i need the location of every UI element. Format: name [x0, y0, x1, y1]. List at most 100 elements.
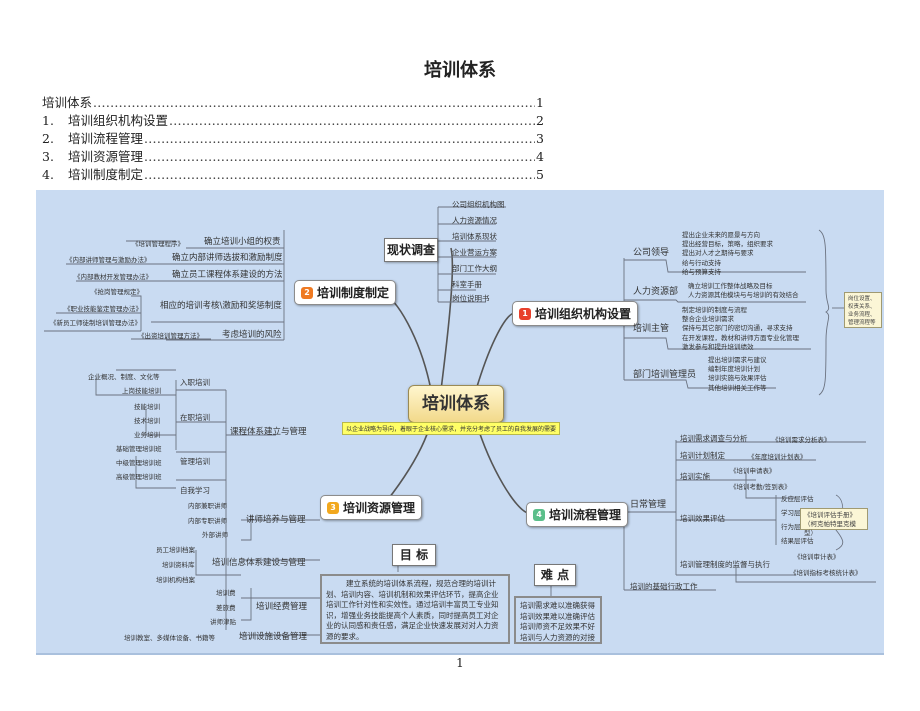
process-category: 日常管理	[630, 500, 667, 510]
resource-sub: 内部专职讲师	[188, 517, 227, 525]
note-line: 《培训评估手册》	[804, 511, 856, 519]
survey-item: 岗位说明书	[452, 294, 490, 303]
toc-leader	[169, 112, 535, 130]
branch-title: 培训组织机构设置	[535, 307, 632, 321]
survey-item: 科室手册	[452, 280, 482, 289]
toc-page: 2	[536, 113, 544, 128]
process-doc: 《年度培训计划表》	[748, 453, 807, 461]
goal-description: 建立系统的培训体系流程，规范合理的培训计划、培训内容、培训机制和效果评估环节，提…	[320, 574, 510, 644]
resource-sub: 培训资料库	[162, 561, 195, 569]
role-duties: 确立培训工作整体战略及目标 人力资源其他模块与与培训的有效结合	[688, 282, 799, 300]
duty-item: 人力资源其他模块与与培训的有效结合	[688, 291, 799, 300]
eval-handbook-note: 《培训评估手册》 （柯克帕特里克模型）	[800, 508, 868, 537]
role-label: 公司领导	[633, 248, 670, 258]
course-item: 高级管理培训班	[116, 473, 162, 481]
policy-item: 确立内部讲师选拔和激励制度	[172, 253, 283, 263]
toc-entry[interactable]: 培训体系 1	[42, 94, 544, 112]
duty-item: 编制年度培训计划	[708, 365, 760, 374]
course-item: 企业概况、制度、文化等	[88, 373, 160, 381]
policy-item: 确立员工课程体系建设的方法	[172, 270, 283, 280]
difficulty-item: 培训效果难以准确评估	[520, 611, 595, 621]
note-line: （柯克帕特里克模型）	[804, 520, 856, 537]
role-duties: 制定培训的制度与流程 整合企业培训需求 保持与其它部门的密切沟通，寻求支持 在开…	[682, 306, 799, 352]
table-of-contents: 培训体系1 1.培训组织机构设置2 2.培训流程管理3 3.培训资源管理4 4.…	[42, 94, 544, 184]
eval-level: 学习层评估	[781, 509, 814, 517]
connector-branch2	[380, 292, 432, 391]
process-step: 培训管理制度的监督与执行	[680, 560, 770, 569]
toc-entry[interactable]: 3. 培训资源管理 4	[42, 148, 544, 166]
duty-item: 提出企业未来的愿景与方向	[682, 231, 760, 239]
toc-leader	[144, 130, 535, 148]
duty-item: 培训实施与效果评估	[708, 374, 767, 383]
resource-sub: 培训费	[216, 589, 236, 597]
goal-title: 目 标	[392, 544, 436, 566]
branch-title: 培训流程管理	[549, 508, 622, 522]
toc-label: 培训资源管理	[68, 149, 144, 164]
course-category: 在职培训	[180, 413, 210, 422]
role-label: 部门培训管理员	[633, 370, 697, 380]
survey-item: 部门工作大纲	[452, 264, 497, 273]
toc-entry[interactable]: 4.培训制度制定5	[42, 166, 544, 184]
course-item: 技能培训	[134, 403, 160, 411]
toc-page: 4	[536, 149, 544, 164]
branch-title: 培训制度制定	[317, 286, 390, 300]
difficulty-item: 培训需求难以准确获得	[520, 601, 595, 610]
policy-doc: 《内部教材开发管理办法》	[74, 273, 152, 281]
toc-label: 培训体系	[42, 95, 93, 110]
toc-entry[interactable]: 1.培训组织机构设置2	[42, 112, 544, 130]
process-doc: 《培训指标考核统计表》	[790, 569, 862, 577]
course-category: 入职培训	[180, 378, 210, 387]
difficulty-item: 培训师资不足效果不好	[520, 622, 595, 631]
policy-doc: 《培训管理程序》	[132, 240, 184, 248]
resource-item: 培训设施设备管理	[239, 632, 308, 642]
course-item: 基础管理培训班	[116, 445, 162, 453]
connector-branch1	[475, 312, 515, 391]
role-label: 人力资源部	[633, 287, 679, 297]
course-item: 上岗技能培训	[122, 387, 161, 395]
mindmap-connectors	[44, 206, 876, 636]
survey-item: 人力资源情况	[452, 216, 497, 225]
duty-item: 确立培训工作整体战略及目标	[688, 282, 773, 290]
toc-entry[interactable]: 2.培训流程管理3	[42, 130, 544, 148]
duty-item: 提出培训需求与建议	[708, 356, 767, 364]
toc-label: 培训组织机构设置	[68, 113, 169, 128]
resource-item: 讲师培养与管理	[246, 515, 306, 525]
branch-title: 培训资源管理	[343, 501, 416, 515]
sub-connectors	[44, 206, 876, 636]
survey-item: 企业营运方案	[452, 248, 497, 257]
course-item: 技术培训	[134, 417, 160, 425]
role-duties: 提出企业未来的愿景与方向 提出经营目标，策略，组织要求 提出对人才之期待与要求 …	[682, 231, 773, 277]
mindmap-image: 培训体系 以企业战略为导向，着眼于企业核心需求，并充分考虑了员工的自我发展的需要…	[36, 190, 884, 655]
resource-sub: 培训教室、多媒体设备、书籍等	[124, 634, 215, 642]
central-topic-note: 以企业战略为导向，着眼于企业核心需求，并充分考虑了员工的自我发展的需要	[342, 422, 561, 435]
process-doc: 《培训需求分析表》	[772, 436, 831, 444]
process-step: 培训实施	[680, 472, 710, 481]
duty-item: 提出对人才之期待与要求	[682, 249, 754, 258]
toc-leader	[93, 94, 535, 112]
branch-resources: 3 培训资源管理	[320, 495, 423, 520]
toc-number: 3.	[42, 149, 54, 164]
resource-sub: 差旅费	[216, 604, 236, 612]
toc-number: 4.	[42, 167, 54, 182]
toc-page: 5	[536, 167, 544, 182]
resource-sub: 培训机构档案	[156, 576, 195, 584]
process-step: 培训需求调查与分析	[680, 434, 748, 443]
policy-doc: 《抢岗管理规定》	[91, 288, 143, 296]
course-item: 业务培训	[134, 431, 160, 439]
policy-item: 确立培训小组的权责	[204, 237, 281, 247]
toc-page: 1	[536, 95, 544, 110]
resource-item: 培训信息体系建设与管理	[212, 558, 306, 568]
course-item: 中级管理培训班	[116, 459, 162, 467]
process-step: 培训计划制定	[680, 451, 725, 460]
resource-item: 课程体系建立与管理	[230, 427, 307, 437]
eval-level: 反应层评估	[781, 495, 814, 503]
toc-leader	[144, 148, 535, 166]
duty-item: 在开发课程，教材和讲师方面专业化管理	[682, 333, 799, 342]
survey-topic: 现状调查	[384, 238, 438, 262]
duty-item: 提出经营目标，策略，组织要求	[682, 240, 773, 249]
policy-item: 相应的培训考核\激励和奖惩制度	[160, 301, 282, 311]
policy-doc: 《职业技能鉴定管理办法》	[64, 305, 142, 313]
process-category: 培训的基础行政工作	[630, 582, 698, 591]
policy-item: 考虑培训的风险	[222, 330, 282, 340]
policy-doc: 《内部讲师管理与激励办法》	[66, 256, 151, 264]
